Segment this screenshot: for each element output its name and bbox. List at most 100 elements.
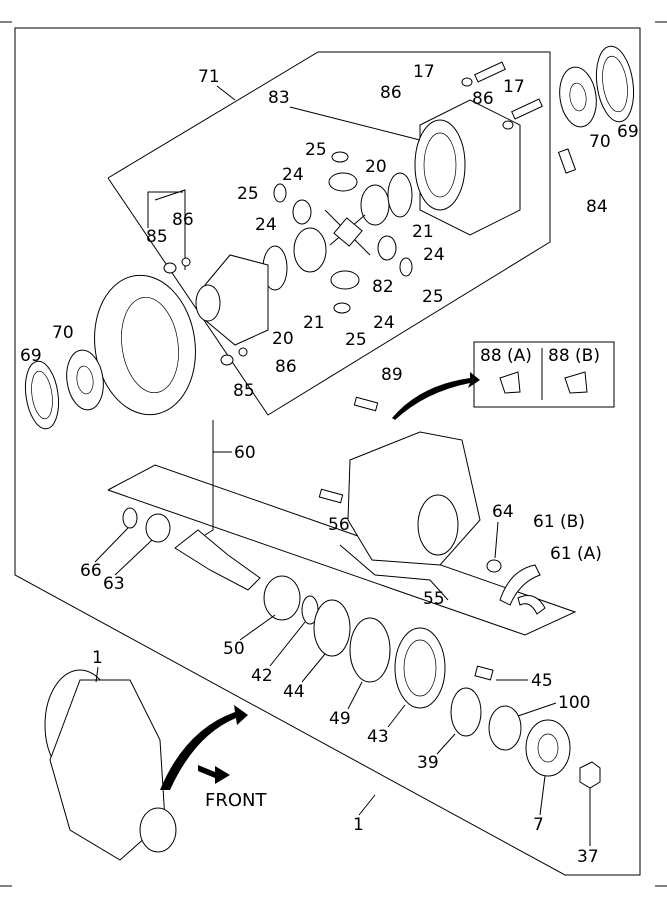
drive-pinion xyxy=(174,529,261,591)
label-61-a: 61 (A) xyxy=(550,544,602,564)
label-88-a: 88 (A) xyxy=(480,346,532,366)
o-ring-44 xyxy=(313,599,351,657)
label-44: 44 xyxy=(283,682,305,702)
brackets-88 xyxy=(499,371,588,394)
bearing-70-left xyxy=(66,349,104,411)
label-66: 66 xyxy=(80,561,102,581)
bolt-17-a xyxy=(474,61,506,83)
label-82: 82 xyxy=(372,277,394,297)
label-17-b: 17 xyxy=(503,77,525,97)
label-60: 60 xyxy=(234,443,256,463)
label-84: 84 xyxy=(586,197,608,217)
bolt-45 xyxy=(474,665,494,681)
washer-86-b xyxy=(502,120,514,130)
label-89: 89 xyxy=(381,365,403,385)
label-50: 50 xyxy=(223,639,245,659)
label-86-c: 86 xyxy=(172,210,194,230)
label-20-b: 20 xyxy=(272,329,294,349)
bearing-63 xyxy=(145,513,171,543)
label-25-c: 25 xyxy=(422,287,444,307)
label-49: 49 xyxy=(329,709,351,729)
label-20-a: 20 xyxy=(365,157,387,177)
carrier-group-outline xyxy=(107,464,577,636)
bolt-56 xyxy=(318,488,344,504)
label-56: 56 xyxy=(328,515,350,535)
case-85-86-bracket xyxy=(154,189,186,270)
carrier-housing xyxy=(347,431,481,566)
label-7: 7 xyxy=(533,815,544,835)
label-24-c: 24 xyxy=(423,245,445,265)
bracket-88-box xyxy=(473,341,615,408)
assembly-outline xyxy=(14,27,641,876)
oil-seal-69-left xyxy=(24,360,60,430)
label-64: 64 xyxy=(492,502,514,522)
label-24-b: 24 xyxy=(255,215,277,235)
case-85-86-bracket-b xyxy=(147,191,183,228)
label-24-d: 24 xyxy=(373,313,395,333)
nut-37 xyxy=(579,761,601,789)
label-25-b: 25 xyxy=(237,184,259,204)
label-17-a: 17 xyxy=(413,62,435,82)
side-gear-21-b xyxy=(293,227,327,273)
washers-20 xyxy=(262,172,413,291)
oil-seal-100 xyxy=(488,705,522,751)
label-24-a: 24 xyxy=(282,165,304,185)
label-88-b: 88 (B) xyxy=(548,346,600,366)
label-86-a: 86 xyxy=(380,83,402,103)
diff-case-half-83 xyxy=(414,99,521,236)
shim-49 xyxy=(349,617,391,683)
callout-labels: 71 17 86 17 86 83 69 70 25 24 20 25 85 8… xyxy=(20,62,639,867)
front-label: FRONT xyxy=(205,790,267,811)
label-61-b: 61 (B) xyxy=(533,512,585,532)
label-1-b: 1 xyxy=(353,815,364,835)
label-37: 37 xyxy=(577,847,599,867)
spider-82 xyxy=(324,209,371,256)
bearing-50 xyxy=(263,575,301,621)
final-assembly-1 xyxy=(44,669,177,861)
pinion-leader-60 xyxy=(204,420,214,536)
label-70-a: 70 xyxy=(589,132,611,152)
washer-86-a xyxy=(461,77,473,87)
label-85-a: 85 xyxy=(146,227,168,247)
bolt-84 xyxy=(557,148,577,174)
washer-86-c xyxy=(181,257,191,267)
label-100: 100 xyxy=(558,693,590,713)
nut-85-b xyxy=(220,354,234,366)
spacer-66 xyxy=(122,507,138,529)
oil-seal-69-top xyxy=(595,45,635,123)
label-42: 42 xyxy=(251,666,273,686)
front-arrow xyxy=(198,765,230,784)
label-69-b: 69 xyxy=(20,346,42,366)
label-25-d: 25 xyxy=(345,330,367,350)
bolt-17-b xyxy=(511,98,543,120)
label-86-d: 86 xyxy=(275,357,297,377)
bolt-89 xyxy=(353,396,379,412)
washer-86-d xyxy=(238,347,248,357)
label-69-a: 69 xyxy=(617,122,639,142)
arrow-89 xyxy=(392,372,480,420)
ring-gear xyxy=(94,274,196,416)
bearing-cage-43 xyxy=(394,627,446,709)
bearing-39 xyxy=(450,687,482,737)
bearing-70-top xyxy=(559,66,597,128)
label-70-b: 70 xyxy=(52,323,74,343)
label-21-a: 21 xyxy=(412,222,434,242)
diff-case-left xyxy=(195,254,269,346)
label-71: 71 xyxy=(198,67,220,87)
label-43: 43 xyxy=(367,727,389,747)
carrier-55-bracket xyxy=(339,544,449,601)
flange-7 xyxy=(525,719,571,777)
label-85-b: 85 xyxy=(233,381,255,401)
assembly-arrow xyxy=(160,705,248,790)
label-21-b: 21 xyxy=(303,313,325,333)
side-gear-21-a xyxy=(360,184,390,226)
label-63: 63 xyxy=(103,574,125,594)
diff-case-outline xyxy=(107,51,551,416)
label-45: 45 xyxy=(531,671,553,691)
thrust-washers-25 xyxy=(273,151,413,314)
pinion-gears-24 xyxy=(292,172,397,290)
label-86-b: 86 xyxy=(472,89,494,109)
label-39: 39 xyxy=(417,753,439,773)
nut-85-a xyxy=(163,262,177,274)
